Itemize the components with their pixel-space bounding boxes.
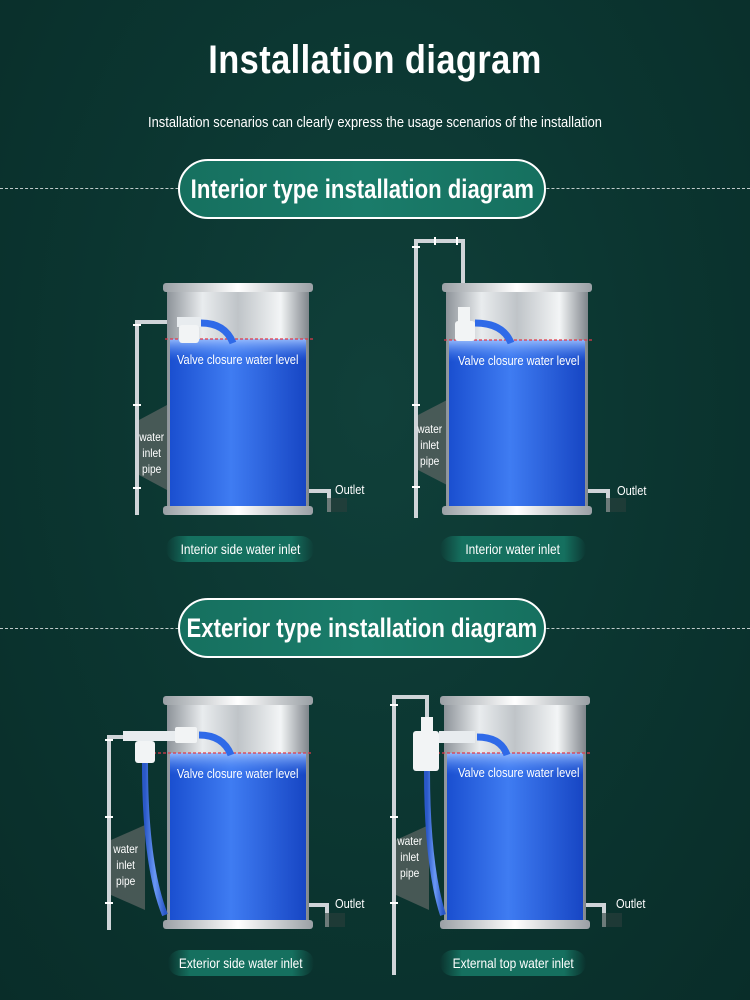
- valve-level-label: Valve closure water level: [458, 353, 580, 368]
- page-subtitle: Installation scenarios can clearly expre…: [148, 114, 602, 131]
- caption-external-top-inlet: External top water inlet: [440, 950, 586, 976]
- caption-exterior-side-inlet: Exterior side water inlet: [168, 950, 314, 976]
- diagram-external-top-inlet: Valve closure water level Outlet water i…: [375, 665, 675, 995]
- outlet-label: Outlet: [616, 896, 646, 911]
- inlet-pipe-label: water inlet pipe: [113, 842, 139, 888]
- diagram-interior-inlet: Valve closure water level Outlet water i…: [395, 235, 695, 565]
- diagram-interior-side-inlet: Valve closure water level Outlet water i…: [115, 235, 415, 565]
- outlet-label: Outlet: [335, 482, 365, 497]
- valve-level-label: Valve closure water level: [458, 765, 580, 780]
- inlet-pipe-label: water inlet pipe: [417, 422, 443, 468]
- inlet-pipe-label: water inlet pipe: [139, 430, 165, 476]
- section-heading-interior: Interior type installation diagram: [178, 159, 546, 219]
- page-title: Installation diagram: [208, 38, 542, 82]
- valve-level-label: Valve closure water level: [177, 766, 299, 781]
- diagram-exterior-side-inlet: Valve closure water level Outlet water i…: [95, 665, 395, 995]
- valve-level-label: Valve closure water level: [177, 352, 299, 367]
- outlet-label: Outlet: [335, 896, 365, 911]
- outlet-label: Outlet: [617, 483, 647, 498]
- caption-interior-inlet: Interior water inlet: [440, 536, 586, 562]
- inlet-pipe-label: water inlet pipe: [397, 834, 423, 880]
- caption-interior-side-inlet: Interior side water inlet: [166, 536, 314, 562]
- section-heading-exterior: Exterior type installation diagram: [178, 598, 546, 658]
